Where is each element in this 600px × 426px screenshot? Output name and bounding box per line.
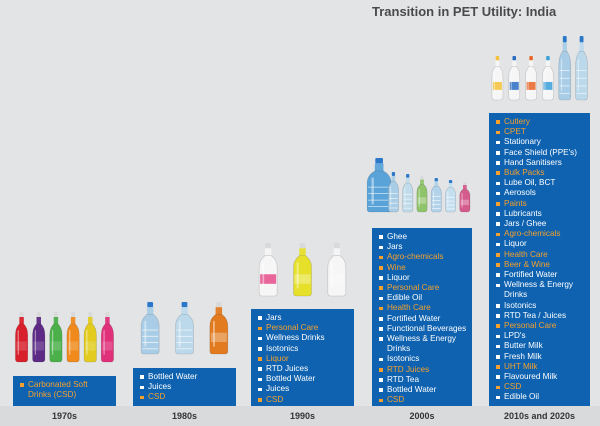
- green-soda-bottle-icon: [49, 312, 63, 363]
- use-item: Bottled Water: [258, 374, 351, 384]
- use-item: RTD Juices: [379, 365, 469, 375]
- use-item: Bottled Water: [379, 385, 469, 395]
- use-item: Wellness & Energy Drinks: [496, 280, 587, 300]
- use-item: Fortified Water: [496, 270, 587, 280]
- pink-cap-bottle-icon: [258, 243, 278, 297]
- decade-label: 2010s and 2020s: [503, 411, 576, 421]
- yellow-pump-bottle-icon: [293, 243, 312, 297]
- use-item: RTD Tea / Juices: [496, 311, 587, 321]
- use-item: Bulk Packs: [496, 168, 587, 178]
- use-item: RTD Juices: [258, 364, 351, 374]
- water-bottle-icon: [175, 302, 194, 355]
- use-item: CPET: [496, 127, 587, 137]
- use-item: Flavoured Milk: [496, 372, 587, 382]
- purple-soda-bottle-icon: [32, 312, 46, 363]
- use-item: Jars: [258, 313, 351, 323]
- water-bottle-icon: [140, 302, 160, 355]
- use-item: Liquor: [496, 239, 587, 249]
- milk-bottle-yellow-cap-icon: [491, 56, 504, 101]
- use-item: Health Care: [379, 303, 469, 313]
- use-item: Personal Care: [496, 321, 587, 331]
- use-item: Jars / Ghee: [496, 219, 587, 229]
- decade-label: 2000s: [409, 411, 435, 421]
- red-soda-bottle-icon: [15, 312, 29, 363]
- chart-title: Transition in PET Utility: India: [372, 4, 557, 19]
- use-item: Ghee: [379, 232, 469, 242]
- use-item: Lubricants: [496, 209, 587, 219]
- use-item: CSD: [258, 395, 351, 405]
- pink-bottle-icon: [459, 182, 471, 213]
- water-bottle-icon: [430, 178, 442, 213]
- pink-soda-bottle-icon: [100, 312, 114, 363]
- use-item: Jars: [379, 242, 469, 252]
- use-item: Butter Milk: [496, 341, 587, 351]
- use-item: Agro-chemicals: [496, 229, 587, 239]
- decade-label: 1980s: [171, 411, 198, 421]
- use-item: Beer & Wine: [496, 260, 587, 270]
- use-item: Edible Oil: [379, 293, 469, 303]
- use-item: Fortified Water: [379, 314, 469, 324]
- use-item: LPD's: [496, 331, 587, 341]
- use-item: Fresh Milk: [496, 352, 587, 362]
- use-item: RTD Tea: [379, 375, 469, 385]
- use-item: Isotonics: [258, 344, 351, 354]
- use-item: Face Shield (PPE's): [496, 148, 587, 158]
- use-item: Liquor: [258, 354, 351, 364]
- use-item: Hand Sanitisers: [496, 158, 587, 168]
- use-item: Juices: [258, 384, 351, 394]
- use-item: Aerosols: [496, 188, 587, 198]
- use-item: Personal Care: [258, 323, 351, 333]
- decade-label: 1990s: [289, 411, 316, 421]
- use-item: Liquor: [379, 273, 469, 283]
- milk-bottle-blue-cap-icon: [508, 56, 521, 101]
- orange-soda-bottle-icon: [66, 312, 80, 363]
- use-item: Juices: [140, 382, 233, 392]
- use-item: Wellness Drinks: [258, 333, 351, 343]
- use-item: Personal Care: [379, 283, 469, 293]
- use-item: Cutlery: [496, 117, 587, 127]
- water-jar-icon: [366, 158, 392, 213]
- use-item: Stationary: [496, 137, 587, 147]
- use-item: Agro-chemicals: [379, 252, 469, 262]
- water-bottle-icon: [445, 180, 457, 213]
- uses-panel-1970s: Carbonated Soft Drinks (CSD): [13, 376, 116, 406]
- water-bottle-icon: [387, 172, 399, 213]
- use-item: Paints: [496, 199, 587, 209]
- green-bottle-icon: [416, 176, 428, 213]
- use-item: Health Care: [496, 250, 587, 260]
- juice-bottle-icon: [209, 302, 229, 355]
- decade-label: 1970s: [51, 411, 78, 421]
- use-item: Isotonics: [496, 301, 587, 311]
- use-item: Carbonated Soft Drinks (CSD): [20, 380, 113, 400]
- baseline-strip: [0, 406, 600, 426]
- use-item: Wine: [379, 263, 469, 273]
- white-pump-bottle-icon: [327, 243, 347, 297]
- milk-bottle-orange-cap-icon: [525, 56, 537, 101]
- use-item: Isotonics: [379, 354, 469, 364]
- use-item: CSD: [379, 395, 469, 405]
- use-item: Lube Oil, BCT: [496, 178, 587, 188]
- use-item: Functional Beverages: [379, 324, 469, 334]
- use-item: UHT Milk: [496, 362, 587, 372]
- use-item: Wellness & Energy Drinks: [379, 334, 469, 354]
- water-bottle-icon: [575, 36, 588, 101]
- use-item: Bottled Water: [140, 372, 233, 382]
- milk-bottle-blue-cap-icon: [542, 56, 554, 101]
- yellow-soda-bottle-icon: [83, 312, 97, 363]
- use-item: CSD: [140, 392, 233, 402]
- use-item: Edible Oil: [496, 392, 587, 402]
- use-item: CSD: [496, 382, 587, 392]
- water-bottle-icon: [402, 174, 414, 213]
- water-bottle-icon: [558, 36, 572, 101]
